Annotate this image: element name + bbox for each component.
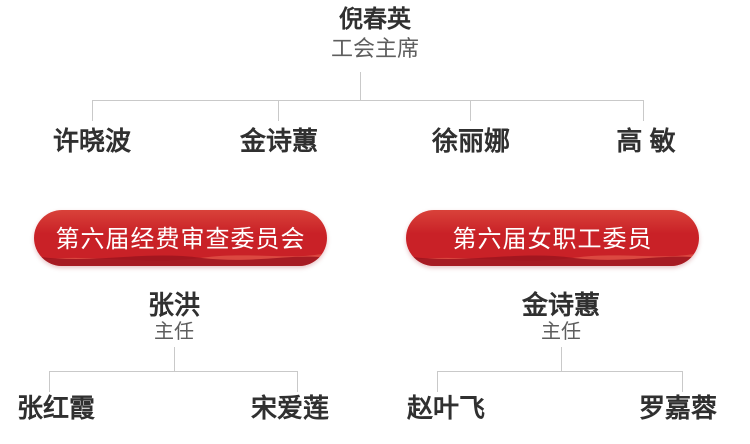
committee-leader-title: 主任 <box>154 321 194 343</box>
committee-member-name: 宋爱莲 <box>250 393 330 423</box>
member-drop-line <box>470 100 471 121</box>
root-stem-line <box>360 72 361 100</box>
root-branch-line <box>92 100 644 101</box>
member-drop-line <box>278 100 279 121</box>
leader-stem-line <box>561 347 562 371</box>
member-drop-line <box>49 371 50 392</box>
ribbon-wave-decoration <box>406 253 699 266</box>
member-drop-line <box>643 100 644 121</box>
leader-branch-line <box>437 371 682 372</box>
committee-member-name: 张红霞 <box>16 393 96 423</box>
committee-member-name: 赵叶飞 <box>406 393 486 423</box>
union-member-name: 高 敏 <box>616 126 676 156</box>
committee-leader-name: 金诗蕙 <box>521 290 601 320</box>
committee-banner-label: 第六届女职工委员 <box>452 225 653 253</box>
member-drop-line <box>92 100 93 121</box>
member-drop-line <box>682 371 683 392</box>
ribbon-wave-decoration <box>34 253 327 266</box>
root-name: 倪春英 <box>339 6 411 33</box>
leader-stem-line <box>174 347 175 371</box>
committee-leader-name: 张洪 <box>147 290 201 320</box>
committee-banner-funds-review[interactable]: 第六届经费审查委员会 <box>34 210 327 266</box>
union-member-name: 徐丽娜 <box>431 126 511 156</box>
committee-banner-women-workers[interactable]: 第六届女职工委员 <box>406 210 699 266</box>
root-title: 工会主席 <box>330 36 420 61</box>
union-member-name: 金诗蕙 <box>239 126 319 156</box>
member-drop-line <box>297 371 298 392</box>
committee-banner-label: 第六届经费审查委员会 <box>55 225 306 253</box>
member-drop-line <box>437 371 438 392</box>
committee-leader-title: 主任 <box>541 321 581 343</box>
committee-member-name: 罗嘉蓉 <box>638 393 718 423</box>
union-member-name: 许晓波 <box>52 126 132 156</box>
leader-branch-line <box>49 371 297 372</box>
